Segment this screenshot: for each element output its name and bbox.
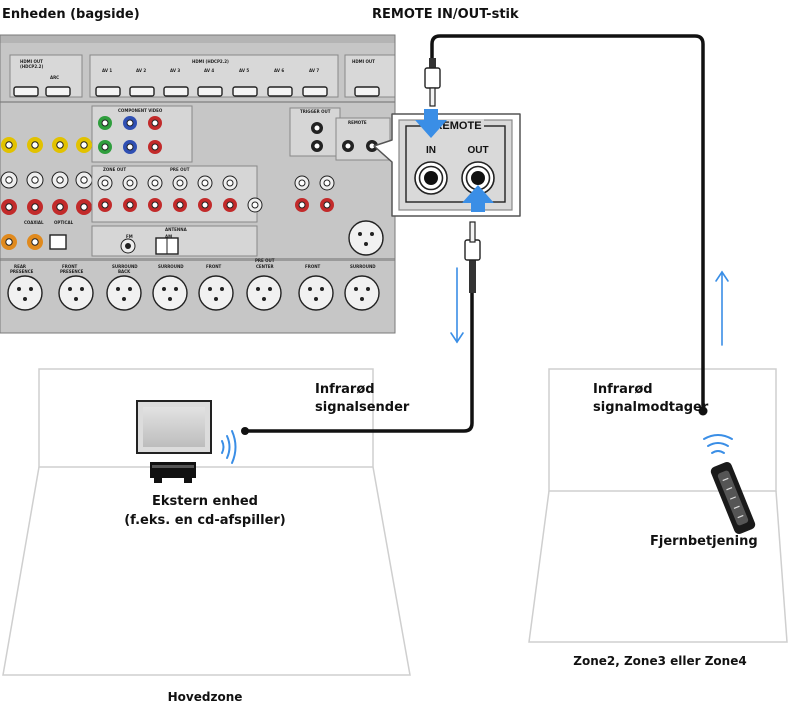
ir-sender-label: Infrarød signalsender xyxy=(315,382,410,415)
out-plug xyxy=(464,221,481,293)
svg-text:PRE OUT: PRE OUT xyxy=(255,258,275,263)
svg-text:AV 4: AV 4 xyxy=(204,68,214,73)
remote-control-icon xyxy=(710,462,756,534)
remote-callout: REMOTE IN OUT xyxy=(373,113,521,217)
in-plug xyxy=(424,58,441,107)
zone-other-label: Zone2, Zone3 eller Zone4 xyxy=(573,654,747,668)
svg-text:AV 7: AV 7 xyxy=(309,68,319,73)
remote-out-label: OUT xyxy=(467,145,488,156)
svg-text:ARC: ARC xyxy=(50,75,59,80)
svg-text:FM: FM xyxy=(126,234,133,239)
svg-text:AM: AM xyxy=(165,234,172,239)
svg-text:ANTENNA: ANTENNA xyxy=(165,227,188,232)
svg-text:FRONT: FRONT xyxy=(305,264,321,269)
svg-text:AV 5: AV 5 xyxy=(239,68,249,73)
remote-control-label: Fjernbetjening xyxy=(650,534,758,549)
svg-text:COMPONENT VIDEO: COMPONENT VIDEO xyxy=(118,108,163,113)
remote-jack-label: REMOTE IN/OUT-stik xyxy=(372,7,519,22)
ir-receiver-label: Infrarød signalmodtager xyxy=(593,382,709,415)
main-zone-room xyxy=(2,368,411,676)
svg-text:PRESENCE: PRESENCE xyxy=(60,269,84,274)
ir-receiver-waves-icon xyxy=(703,434,733,454)
hdmi-out-label: HDMI OUT xyxy=(20,59,43,64)
svg-text:REAR: REAR xyxy=(14,264,26,269)
hdmi-in-label: HDMI (HDCP2.2) xyxy=(192,59,229,64)
svg-text:PRESENCE: PRESENCE xyxy=(10,269,34,274)
svg-text:SURROUND: SURROUND xyxy=(158,264,184,269)
remote-title: REMOTE xyxy=(434,120,481,132)
svg-text:FRONT: FRONT xyxy=(62,264,78,269)
svg-text:AV 3: AV 3 xyxy=(170,68,180,73)
svg-text:AV 1: AV 1 xyxy=(102,68,112,73)
svg-text:COAXIAL: COAXIAL xyxy=(24,220,44,225)
svg-text:PRE OUT: PRE OUT xyxy=(170,167,190,172)
unit-back-label: Enheden (bagside) xyxy=(2,7,140,22)
svg-text:OPTICAL: OPTICAL xyxy=(54,220,74,225)
svg-text:SURROUND: SURROUND xyxy=(112,264,138,269)
xlr-connectors xyxy=(7,220,384,311)
external-device xyxy=(136,400,212,483)
svg-text:ZONE OUT: ZONE OUT xyxy=(103,167,126,172)
svg-text:(HDCP2.2): (HDCP2.2) xyxy=(20,64,43,69)
component-jacks xyxy=(98,116,162,154)
svg-text:AV 2: AV 2 xyxy=(136,68,146,73)
svg-text:SURROUND: SURROUND xyxy=(350,264,376,269)
svg-text:BACK: BACK xyxy=(118,269,131,274)
svg-text:HDMI OUT: HDMI OUT xyxy=(352,59,375,64)
ir-sender-cable xyxy=(245,290,474,433)
svg-text:AV 6: AV 6 xyxy=(274,68,284,73)
ir-sender-waves-icon xyxy=(221,430,237,464)
rca-jacks-left xyxy=(0,137,93,250)
external-device-label: Ekstern enhed (f.eks. en cd-afspiller) xyxy=(124,494,286,528)
svg-text:FRONT: FRONT xyxy=(206,264,222,269)
hdmi-ports xyxy=(13,86,380,97)
svg-text:TRIGGER OUT: TRIGGER OUT xyxy=(300,109,331,114)
other-zone-room xyxy=(528,368,788,643)
main-zone-label: Hovedzone xyxy=(167,690,243,704)
svg-text:CENTER: CENTER xyxy=(256,264,274,269)
svg-text:REMOTE: REMOTE xyxy=(348,120,367,125)
signal-direction-arrows-icon xyxy=(450,267,729,346)
remote-in-label: IN xyxy=(426,145,436,156)
pre-out-jacks xyxy=(97,175,335,213)
insert-arrows-icon xyxy=(415,109,494,212)
ir-receiver-cable xyxy=(430,34,705,411)
rear-panel: HDMI OUT (HDCP2.2) ARC HDMI (HDCP2.2) HD… xyxy=(0,35,395,333)
